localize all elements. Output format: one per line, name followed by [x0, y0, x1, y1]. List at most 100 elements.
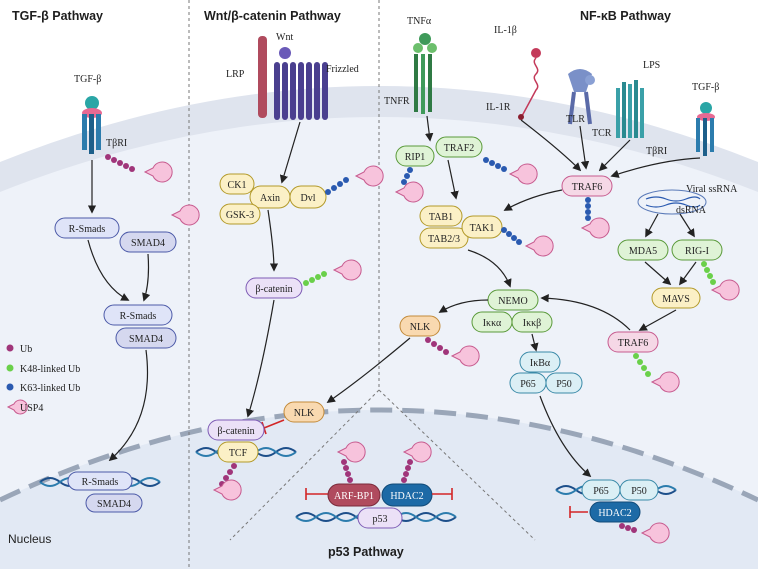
p53-text: p53	[373, 514, 388, 525]
legend-k48: K48-linked Ub	[20, 364, 80, 375]
tnfr-label: TNFR	[384, 96, 410, 107]
usp4-icon	[336, 441, 366, 463]
il1r-anchor	[518, 114, 524, 120]
usp4-icon	[650, 371, 680, 393]
ikkb-text: Iκκβ	[523, 318, 542, 329]
nfkb-tgfb-label: TGF-β	[692, 82, 719, 93]
traf6-text: TRAF6	[572, 182, 603, 193]
traf6-k63-chain	[585, 197, 591, 221]
usp4-icon	[170, 204, 200, 226]
dvl-text: Dvl	[301, 193, 316, 204]
p53-panel-title: p53 Pathway	[328, 545, 404, 559]
ikka-text: Iκκα	[483, 318, 502, 329]
gsk3-node	[219, 203, 261, 225]
divider-p53-right	[378, 389, 536, 541]
tnfr-receptor	[413, 33, 437, 114]
nfkb-hdac2-ub-chain	[619, 523, 637, 533]
tcr-label: TCR	[592, 128, 612, 139]
arrow-traf6b-nemo	[540, 294, 631, 331]
usp4-icon	[640, 522, 670, 544]
ikba-node	[519, 351, 561, 373]
usp4-icon	[402, 441, 432, 463]
arrow-tbri-traf6	[610, 157, 701, 178]
bcatenin-text: β-catenin	[255, 284, 292, 295]
rip1-text: RIP1	[405, 152, 426, 163]
usp4-icon	[332, 259, 362, 281]
nlk-ub-chain	[425, 337, 449, 355]
arrow-traf2-tab	[447, 159, 459, 200]
arrow-tak1-nemo	[467, 249, 512, 288]
traf6-node	[561, 175, 613, 197]
tab23-node	[419, 227, 469, 249]
usp4-icon	[212, 479, 242, 501]
tgf-complex-rsmads	[103, 304, 173, 326]
wnt-nlk-text: NLK	[294, 408, 315, 419]
dsrna-label: dsRNA	[676, 205, 707, 216]
legend: Ub K48-linked Ub K63-linked Ub USP4	[6, 344, 80, 415]
il1r-label: IL-1R	[486, 102, 511, 113]
nfkb-hdac2-inhibition	[569, 506, 588, 518]
tak1-node	[461, 215, 503, 239]
tak1-k63-chain	[501, 227, 522, 245]
tab23-text: TAB2/3	[428, 234, 460, 245]
tgf-receptor-label: TβRI	[106, 138, 127, 149]
arrow-smad4-complex	[142, 253, 151, 302]
legend-ub-icon	[6, 344, 14, 352]
tak1-text: TAK1	[470, 223, 495, 234]
traf2-text: TRAF2	[444, 143, 475, 154]
axin-text: Axin	[260, 193, 280, 204]
nuc-p65-text: P65	[593, 486, 609, 497]
tgf-rsmads-node	[54, 217, 120, 239]
usp4-icon	[143, 161, 173, 183]
legend-usp4-icon	[6, 399, 28, 415]
tcr-receptor	[616, 80, 644, 138]
ck1-text: CK1	[228, 180, 247, 191]
arf-ub-chain	[341, 459, 353, 483]
hdac2-ub-chain	[401, 459, 413, 483]
tcf-ub-chain	[219, 463, 237, 487]
nfkb-tgf-receptor	[696, 102, 715, 156]
mda5-node	[617, 239, 669, 261]
rip1-node	[395, 145, 435, 167]
tnfa-label: TNFα	[407, 16, 432, 27]
rip1-k63-chain	[401, 167, 413, 185]
tgf-complex-smad4-text: SMAD4	[129, 334, 163, 345]
tcf-node	[217, 441, 259, 463]
tgf-complex-rsmads-text: R-Smads	[120, 311, 157, 322]
arrow-nlk-wnt-nlk	[326, 337, 411, 403]
wnt-ligand	[279, 47, 291, 59]
arrow-bcatenin-nucleus	[245, 299, 275, 418]
traf6b-node	[607, 331, 659, 353]
arf-bp1-text: ARF-BP1	[334, 491, 374, 502]
dvl-k63-chain	[325, 177, 349, 195]
nfkb-panel-title: NF-κB Pathway	[580, 9, 671, 23]
frizzled-label: Frizzled	[326, 64, 359, 75]
bcatenin-node	[245, 277, 303, 299]
wnt-nlk-node	[283, 401, 325, 423]
arrow-nemo-nlk	[438, 299, 489, 313]
traf2-node	[435, 136, 483, 158]
tcf-text: TCF	[229, 448, 248, 459]
arrow-tlr-traf6	[579, 125, 590, 170]
nuc-p50-text: P50	[631, 486, 647, 497]
arrow-rigi-mavs	[679, 261, 697, 286]
arrow-nfkb-nucleus	[539, 395, 592, 478]
nucleus-label: Nucleus	[8, 532, 51, 546]
tgf-receptor	[82, 96, 102, 154]
legend-k63-icon	[6, 383, 14, 391]
nfkb-hdac2-node	[589, 501, 641, 523]
nemo-text: NEMO	[498, 296, 527, 307]
tgf-ub-chain	[105, 154, 135, 172]
p50-node	[545, 372, 583, 394]
tgf-nuc-rsmads-text: R-Smads	[82, 477, 119, 488]
viral-rna	[637, 189, 707, 215]
nfkb-nlk-text: NLK	[410, 322, 431, 333]
ikkb-node	[511, 311, 553, 333]
nfkb-tbri-label: TβRI	[646, 146, 667, 157]
ck1-node	[219, 173, 255, 195]
p53-hdac2-text: HDAC2	[390, 491, 423, 502]
usp4-icon	[580, 217, 610, 239]
p65-text: P65	[520, 379, 536, 390]
arrow-traf6-tak1	[503, 189, 563, 211]
